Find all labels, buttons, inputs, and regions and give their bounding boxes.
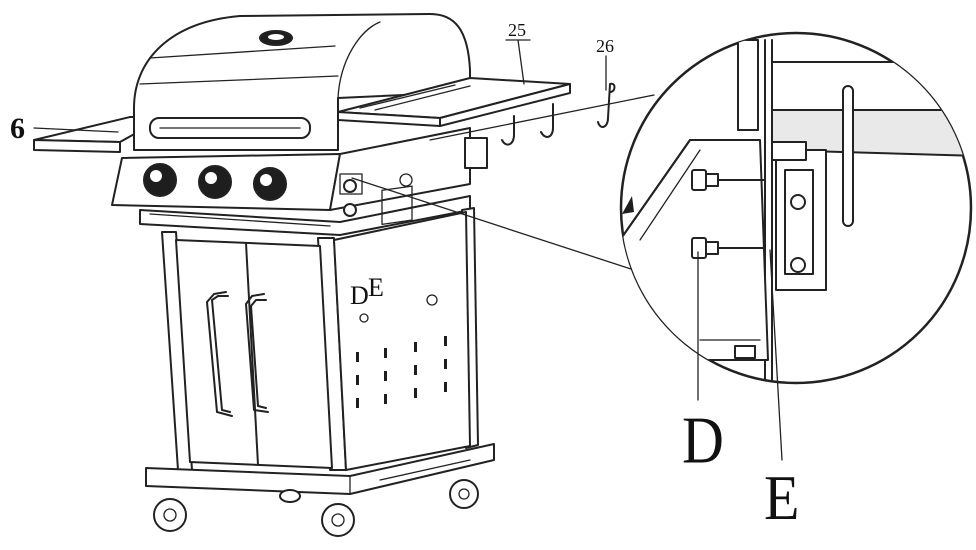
- control-panel: [111, 127, 471, 211]
- right-side-shelf: [337, 77, 571, 127]
- callout-labels: 6 25 26 D E D E: [10, 20, 799, 534]
- detail-leader-upper: [429, 94, 655, 141]
- label-detail-e: E: [764, 464, 799, 534]
- hooks: [464, 82, 616, 169]
- label-part-6: 6: [10, 112, 25, 145]
- grill-hood: [133, 13, 471, 151]
- leader-lines: [33, 39, 655, 271]
- label-main-e: E: [368, 273, 384, 302]
- label-part-25: 25: [508, 20, 526, 40]
- leader-25: [517, 39, 525, 85]
- casters: [153, 479, 479, 537]
- label-detail-d: D: [682, 403, 724, 478]
- label-part-26: 26: [596, 36, 614, 56]
- detail-leader-lower: [351, 177, 635, 271]
- grill-illustration: [33, 13, 616, 537]
- cart-frame: [139, 179, 495, 495]
- detail-magnifier: [619, 31, 973, 461]
- leader-6: [33, 127, 119, 133]
- leader-detail-e: [769, 249, 783, 461]
- vent-slots: [356, 336, 447, 408]
- label-main-d: D: [350, 281, 369, 310]
